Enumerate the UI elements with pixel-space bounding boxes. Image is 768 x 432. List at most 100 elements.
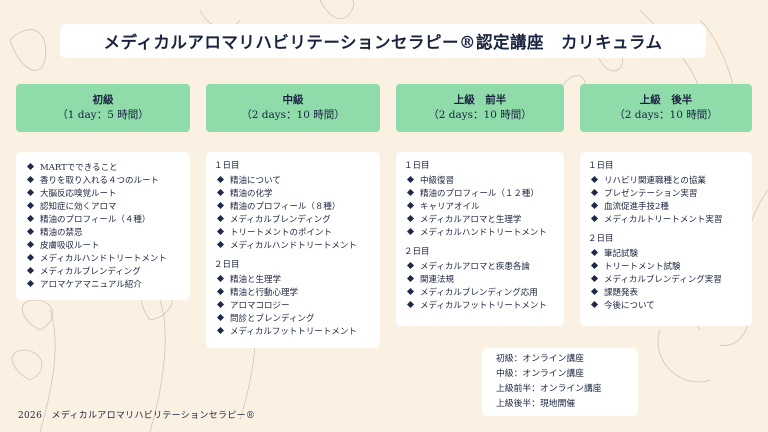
list-item: メディカルブレンディング応用 xyxy=(404,285,556,298)
list-item: 中級復習 xyxy=(404,173,556,186)
list-item-text: 大脳反応嗅覚ルート xyxy=(40,188,117,199)
level-name: 初級 xyxy=(92,94,114,106)
curriculum-card-intermediate: １日目 精油について 精油の化学 精油のプロフィール（８種） メディカルブレンデ… xyxy=(206,152,380,348)
curriculum-card-advanced-second: １日目 リハビリ関連職種との協業 プレゼンテーション実習 血流促進手技2種 メデ… xyxy=(580,152,752,326)
list-item-text: 筆記試験 xyxy=(604,248,639,259)
list-item: アロマケアマニュアル紹介 xyxy=(24,277,182,290)
list-item: 皮膚吸収ルート xyxy=(24,238,182,251)
diamond-bullet-icon xyxy=(216,188,225,197)
list-item: キャリアオイル xyxy=(404,199,556,212)
diamond-bullet-icon xyxy=(26,175,35,184)
list-item-text: メディカルハンドトリートメント xyxy=(230,240,357,251)
list-item: 今後について xyxy=(588,298,744,311)
diamond-bullet-icon xyxy=(216,214,225,223)
delivery-mode-line: 中級：オンライン講座 xyxy=(496,369,584,379)
list-item: アロマコロジー xyxy=(214,298,372,311)
diamond-bullet-icon xyxy=(216,227,225,236)
list-item: トリートメントのポイント xyxy=(214,225,372,238)
day-label: １日目 xyxy=(588,161,614,171)
level-duration: （1 day：5 時間） xyxy=(57,109,149,121)
list-item: メディカルハンドトリートメント xyxy=(24,251,182,264)
list-item-text: メディカルアロマと生理学 xyxy=(420,214,522,225)
list-item-text: メディカルハンドトリートメント xyxy=(420,227,547,238)
list-item-text: メディカルハンドトリートメント xyxy=(40,253,167,264)
list-item-text: 精油のプロフィール（１２種） xyxy=(420,188,539,199)
diamond-bullet-icon xyxy=(26,279,35,288)
level-header-intermediate: 中級 （2 days：10 時間） xyxy=(206,84,380,132)
list-item: 筆記試験 xyxy=(588,246,744,259)
list-item: 認知症に効くアロマ xyxy=(24,199,182,212)
diamond-bullet-icon xyxy=(590,214,599,223)
diamond-bullet-icon xyxy=(216,175,225,184)
diamond-bullet-icon xyxy=(216,274,225,283)
diamond-bullet-icon xyxy=(26,201,35,210)
list-item: メディカルブレンディング xyxy=(24,264,182,277)
diamond-bullet-icon xyxy=(216,313,225,322)
diamond-bullet-icon xyxy=(26,266,35,275)
diamond-bullet-icon xyxy=(406,227,415,236)
diamond-bullet-icon xyxy=(590,300,599,309)
list-item: メディカルブレンディング xyxy=(214,212,372,225)
list-item-text: 今後について xyxy=(604,300,655,311)
day-label: １日目 xyxy=(214,161,240,171)
list-item-text: メディカルフットトリートメント xyxy=(230,326,357,337)
diamond-bullet-icon xyxy=(26,253,35,262)
list-item-text: MARTでできること xyxy=(40,162,118,173)
list-item: メディカルフットトリートメント xyxy=(404,298,556,311)
list-item: メディカルアロマと生理学 xyxy=(404,212,556,225)
list-item-text: メディカルアロマと疾患各論 xyxy=(420,261,530,272)
diamond-bullet-icon xyxy=(590,248,599,257)
list-item-text: 精油と生理学 xyxy=(230,274,282,285)
list-item: 精油のプロフィール（８種） xyxy=(214,199,372,212)
list-item-text: トリートメント試験 xyxy=(604,261,681,272)
diamond-bullet-icon xyxy=(406,175,415,184)
list-item: メディカルブレンディング実習 xyxy=(588,272,744,285)
list-item-text: 精油について xyxy=(230,175,281,186)
list-item: MARTでできること xyxy=(24,160,182,173)
curriculum-card-advanced-first: １日目 中級復習 精油のプロフィール（１２種） キャリアオイル メディカルアロマ… xyxy=(396,152,564,326)
list-item: メディカルアロマと疾患各論 xyxy=(404,259,556,272)
level-duration: （2 days：10 時間） xyxy=(428,109,532,121)
list-item-text: 精油の化学 xyxy=(230,188,273,199)
diamond-bullet-icon xyxy=(216,240,225,249)
list-item: 関連法規 xyxy=(404,272,556,285)
list-item-text: メディカルブレンディング xyxy=(230,214,331,225)
level-duration: （2 days：10 時間） xyxy=(614,109,718,121)
diamond-bullet-icon xyxy=(406,287,415,296)
list-item-text: アロマコロジー xyxy=(230,300,290,311)
diamond-bullet-icon xyxy=(26,162,35,171)
list-item-text: 血流促進手技2種 xyxy=(604,201,669,212)
day-label: ２日目 xyxy=(588,234,614,244)
page-title: メディカルアロマリハビリテーションセラピー®認定講座 カリキュラム xyxy=(60,24,706,58)
diamond-bullet-icon xyxy=(216,300,225,309)
diamond-bullet-icon xyxy=(590,188,599,197)
list-item: メディカルハンドトリートメント xyxy=(214,238,372,251)
list-item: 精油のプロフィール（４種） xyxy=(24,212,182,225)
list-item-text: プレゼンテーション実習 xyxy=(604,188,698,199)
diamond-bullet-icon xyxy=(216,326,225,335)
diamond-bullet-icon xyxy=(406,188,415,197)
list-item: 精油の化学 xyxy=(214,186,372,199)
list-item-text: 精油の禁忌 xyxy=(40,227,83,238)
diamond-bullet-icon xyxy=(26,227,35,236)
list-item-text: 問診とブレンディング xyxy=(230,313,315,324)
diamond-bullet-icon xyxy=(590,261,599,270)
list-item-text: 課題発表 xyxy=(604,287,639,298)
diamond-bullet-icon xyxy=(590,274,599,283)
list-item: 精油のプロフィール（１２種） xyxy=(404,186,556,199)
list-item-text: 精油と行動心理学 xyxy=(230,287,299,298)
diamond-bullet-icon xyxy=(406,214,415,223)
list-item: 香りを取り入れる４つのルート xyxy=(24,173,182,186)
list-item: 精油の禁忌 xyxy=(24,225,182,238)
day-label: １日目 xyxy=(404,161,430,171)
list-item: 血流促進手技2種 xyxy=(588,199,744,212)
diamond-bullet-icon xyxy=(406,274,415,283)
list-item: 課題発表 xyxy=(588,285,744,298)
list-item-text: アロマケアマニュアル紹介 xyxy=(40,279,142,290)
list-item: メディカルフットトリートメント xyxy=(214,324,372,337)
curriculum-card-beginner: MARTでできること 香りを取り入れる４つのルート 大脳反応嗅覚ルート 認知症に… xyxy=(16,152,190,300)
list-item-text: 香りを取り入れる４つのルート xyxy=(40,175,160,186)
level-header-advanced-second: 上級 後半 （2 days：10 時間） xyxy=(580,84,752,132)
diamond-bullet-icon xyxy=(406,201,415,210)
delivery-mode-line: 初級：オンライン講座 xyxy=(496,354,584,364)
